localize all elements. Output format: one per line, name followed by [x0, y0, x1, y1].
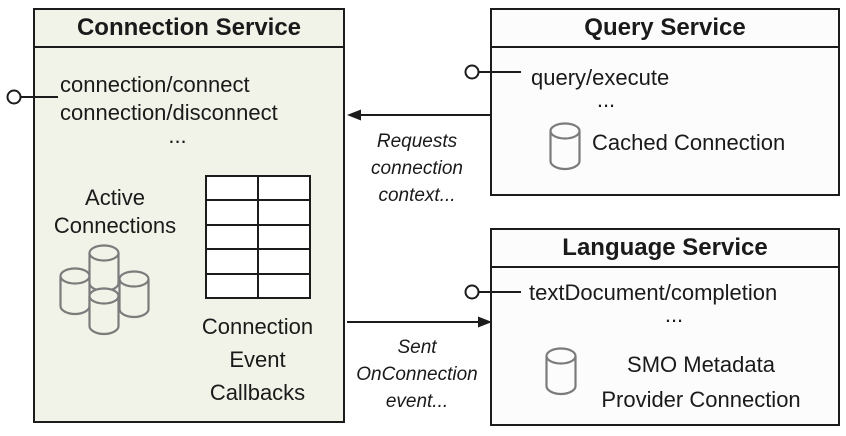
cached-connection-label: Cached Connection	[592, 130, 786, 155]
language-methods-ellipsis: ...	[664, 302, 684, 327]
method-connection-connect: connection/connect	[60, 72, 250, 97]
query-service-title: Query Service	[492, 10, 838, 48]
query-service-box: Query Service query/execute ... Cached C…	[490, 8, 840, 196]
requests-arrow	[347, 109, 490, 121]
sent-onconnection-event-annotation: Sent OnConnection event...	[356, 337, 478, 412]
active-connections-label: Active Connections	[53, 185, 177, 238]
connection-service-title: Connection Service	[35, 10, 343, 48]
grid-cell	[258, 249, 310, 274]
connection-service-box: Connection Service connection/connect co…	[33, 8, 345, 423]
grid-cell	[206, 224, 258, 250]
language-service-box: Language Service textDocument/completion…	[490, 228, 840, 426]
cached-connection-database-icon	[549, 122, 581, 171]
method-connection-disconnect: connection/disconnect	[60, 100, 278, 125]
method-textdocument-completion: textDocument/completion	[529, 280, 778, 305]
active-connections-database-cluster-icon	[59, 244, 150, 336]
grid-cell	[206, 176, 258, 201]
grid-cell	[258, 224, 310, 250]
grid-cell	[258, 176, 310, 201]
requests-connection-context-annotation: Requests connection context...	[371, 131, 463, 206]
sent-arrow	[347, 316, 492, 328]
method-query-execute: query/execute	[531, 65, 670, 90]
grid-cell	[206, 200, 258, 225]
grid-cell	[258, 273, 310, 298]
callbacks-table-grid	[205, 175, 311, 299]
grid-cell	[258, 200, 310, 225]
grid-cell	[206, 273, 258, 298]
connection-event-callbacks-label: Connection Event Callbacks	[201, 314, 314, 405]
query-methods-ellipsis: ...	[596, 87, 616, 112]
smo-metadata-database-icon	[545, 347, 577, 396]
grid-cell	[206, 249, 258, 274]
smo-metadata-provider-connection-label: SMO Metadata Provider Connection	[601, 352, 801, 412]
connection-methods-ellipsis: ...	[168, 123, 187, 148]
language-service-title: Language Service	[492, 230, 838, 268]
